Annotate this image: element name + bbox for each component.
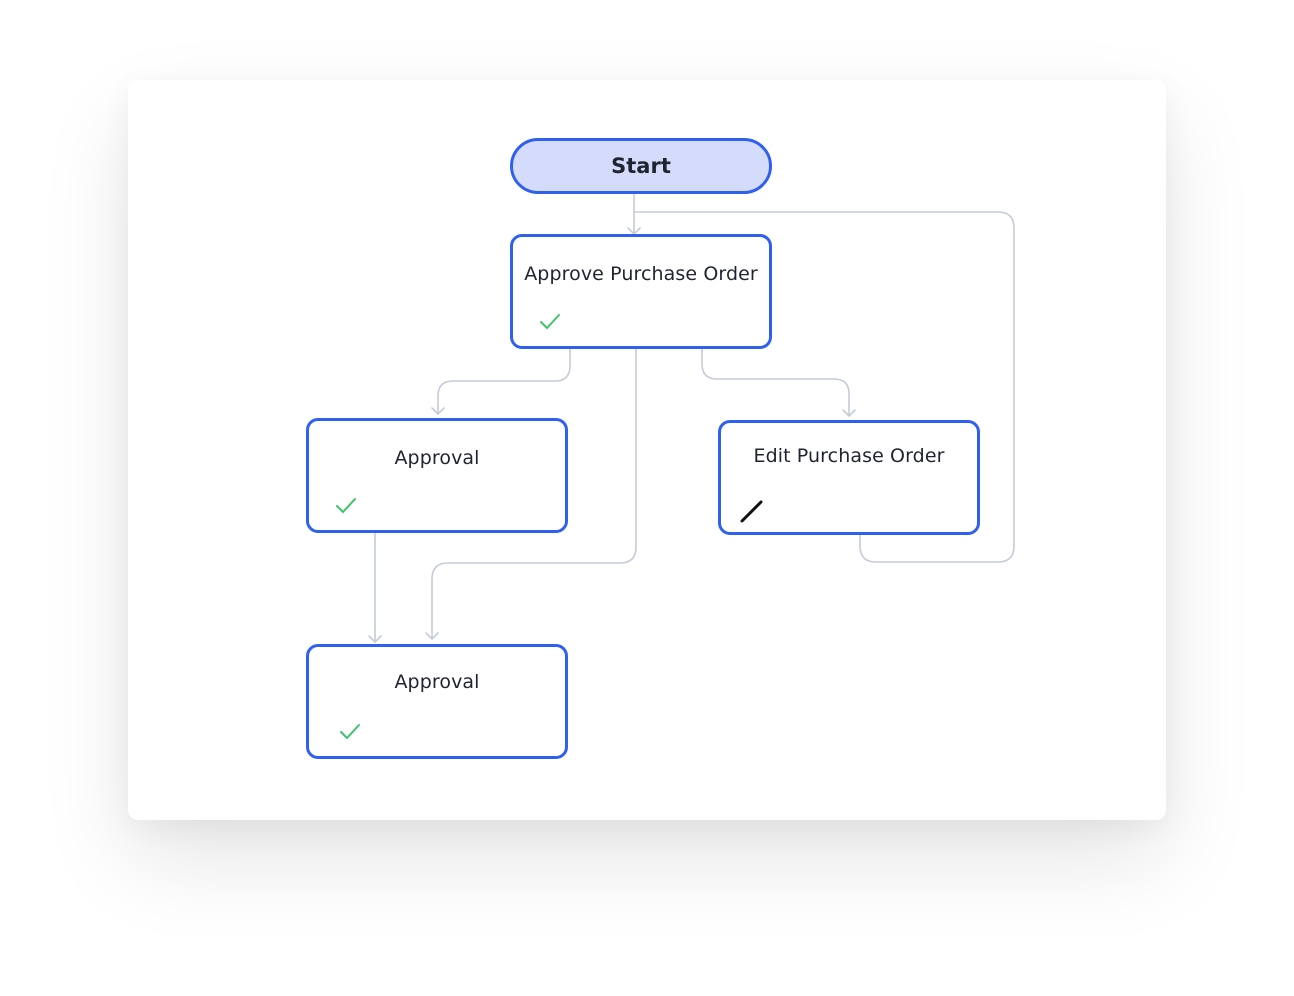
start-node[interactable]: Start: [510, 138, 772, 194]
pencil-icon: [740, 500, 763, 523]
node-title: Approval: [394, 671, 480, 693]
check-icon: [340, 724, 360, 739]
node-title: Approval: [394, 447, 480, 469]
node-title: Approve Purchase Order: [524, 263, 758, 285]
node-approval-1[interactable]: Approval: [306, 418, 568, 533]
check-icon: [336, 498, 356, 513]
start-label: Start: [611, 154, 671, 178]
node-edit-purchase-order[interactable]: Edit Purchase Order: [718, 420, 980, 535]
node-approve-purchase-order[interactable]: Approve Purchase Order: [510, 234, 772, 349]
node-approval-2[interactable]: Approval: [306, 644, 568, 759]
check-icon: [540, 314, 560, 329]
node-title: Edit Purchase Order: [753, 445, 945, 467]
